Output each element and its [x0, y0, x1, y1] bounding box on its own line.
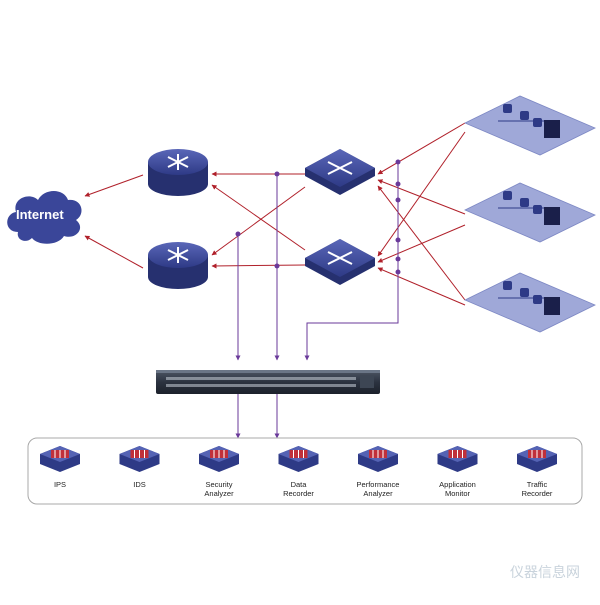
ips-label-line: IPS: [53, 480, 67, 489]
ips-appliance-icon: [40, 446, 80, 472]
traffic-recorder-label-line: Recorder: [521, 489, 553, 498]
internet-cloud-icon: [7, 191, 82, 244]
switch-bottom-icon: [305, 239, 375, 285]
application-monitor-appliance-icon: [437, 446, 478, 472]
traffic-arrows: [84, 122, 466, 306]
internet-label: Internet: [16, 207, 64, 222]
security-analyzer-label-line: Analyzer: [204, 489, 234, 498]
workstation-group-2-icon: [464, 182, 596, 243]
application-monitor-label-line: Monitor: [444, 489, 470, 498]
traffic-recorder-label-line: Traffic: [526, 480, 548, 489]
switch-top-icon: [305, 149, 375, 195]
tap-points: [235, 159, 401, 275]
traffic-recorder-appliance-icon: [517, 446, 557, 472]
performance-analyzer-appliance-icon: [358, 446, 398, 472]
data-recorder-label-line: Recorder: [283, 489, 314, 498]
security-analyzer-label-line: Security: [205, 480, 233, 489]
router-top-icon: [148, 149, 208, 196]
tap-lines: [235, 162, 399, 439]
ids-label: IDS: [100, 480, 180, 489]
aggregation-switch-icon: [156, 370, 380, 394]
data-recorder-appliance-icon: [278, 446, 319, 472]
performance-analyzer-label-line: Performance: [356, 480, 400, 489]
security-analyzer-appliance-icon: [199, 446, 239, 472]
data-recorder-label-line: Data: [290, 480, 307, 489]
application-monitor-label-line: Application: [439, 480, 476, 489]
workstation-group-3-icon: [464, 272, 596, 333]
workstation-group-1-icon: [464, 95, 596, 156]
watermark-text: 仪器信息网: [510, 565, 580, 581]
router-bottom-icon: [148, 242, 208, 289]
ips-label: IPS: [20, 480, 100, 489]
performance-analyzer-label-line: Analyzer: [363, 489, 393, 498]
appliance-icons: [40, 446, 557, 472]
ids-appliance-icon: [119, 446, 160, 472]
ids-label-line: IDS: [133, 480, 146, 489]
